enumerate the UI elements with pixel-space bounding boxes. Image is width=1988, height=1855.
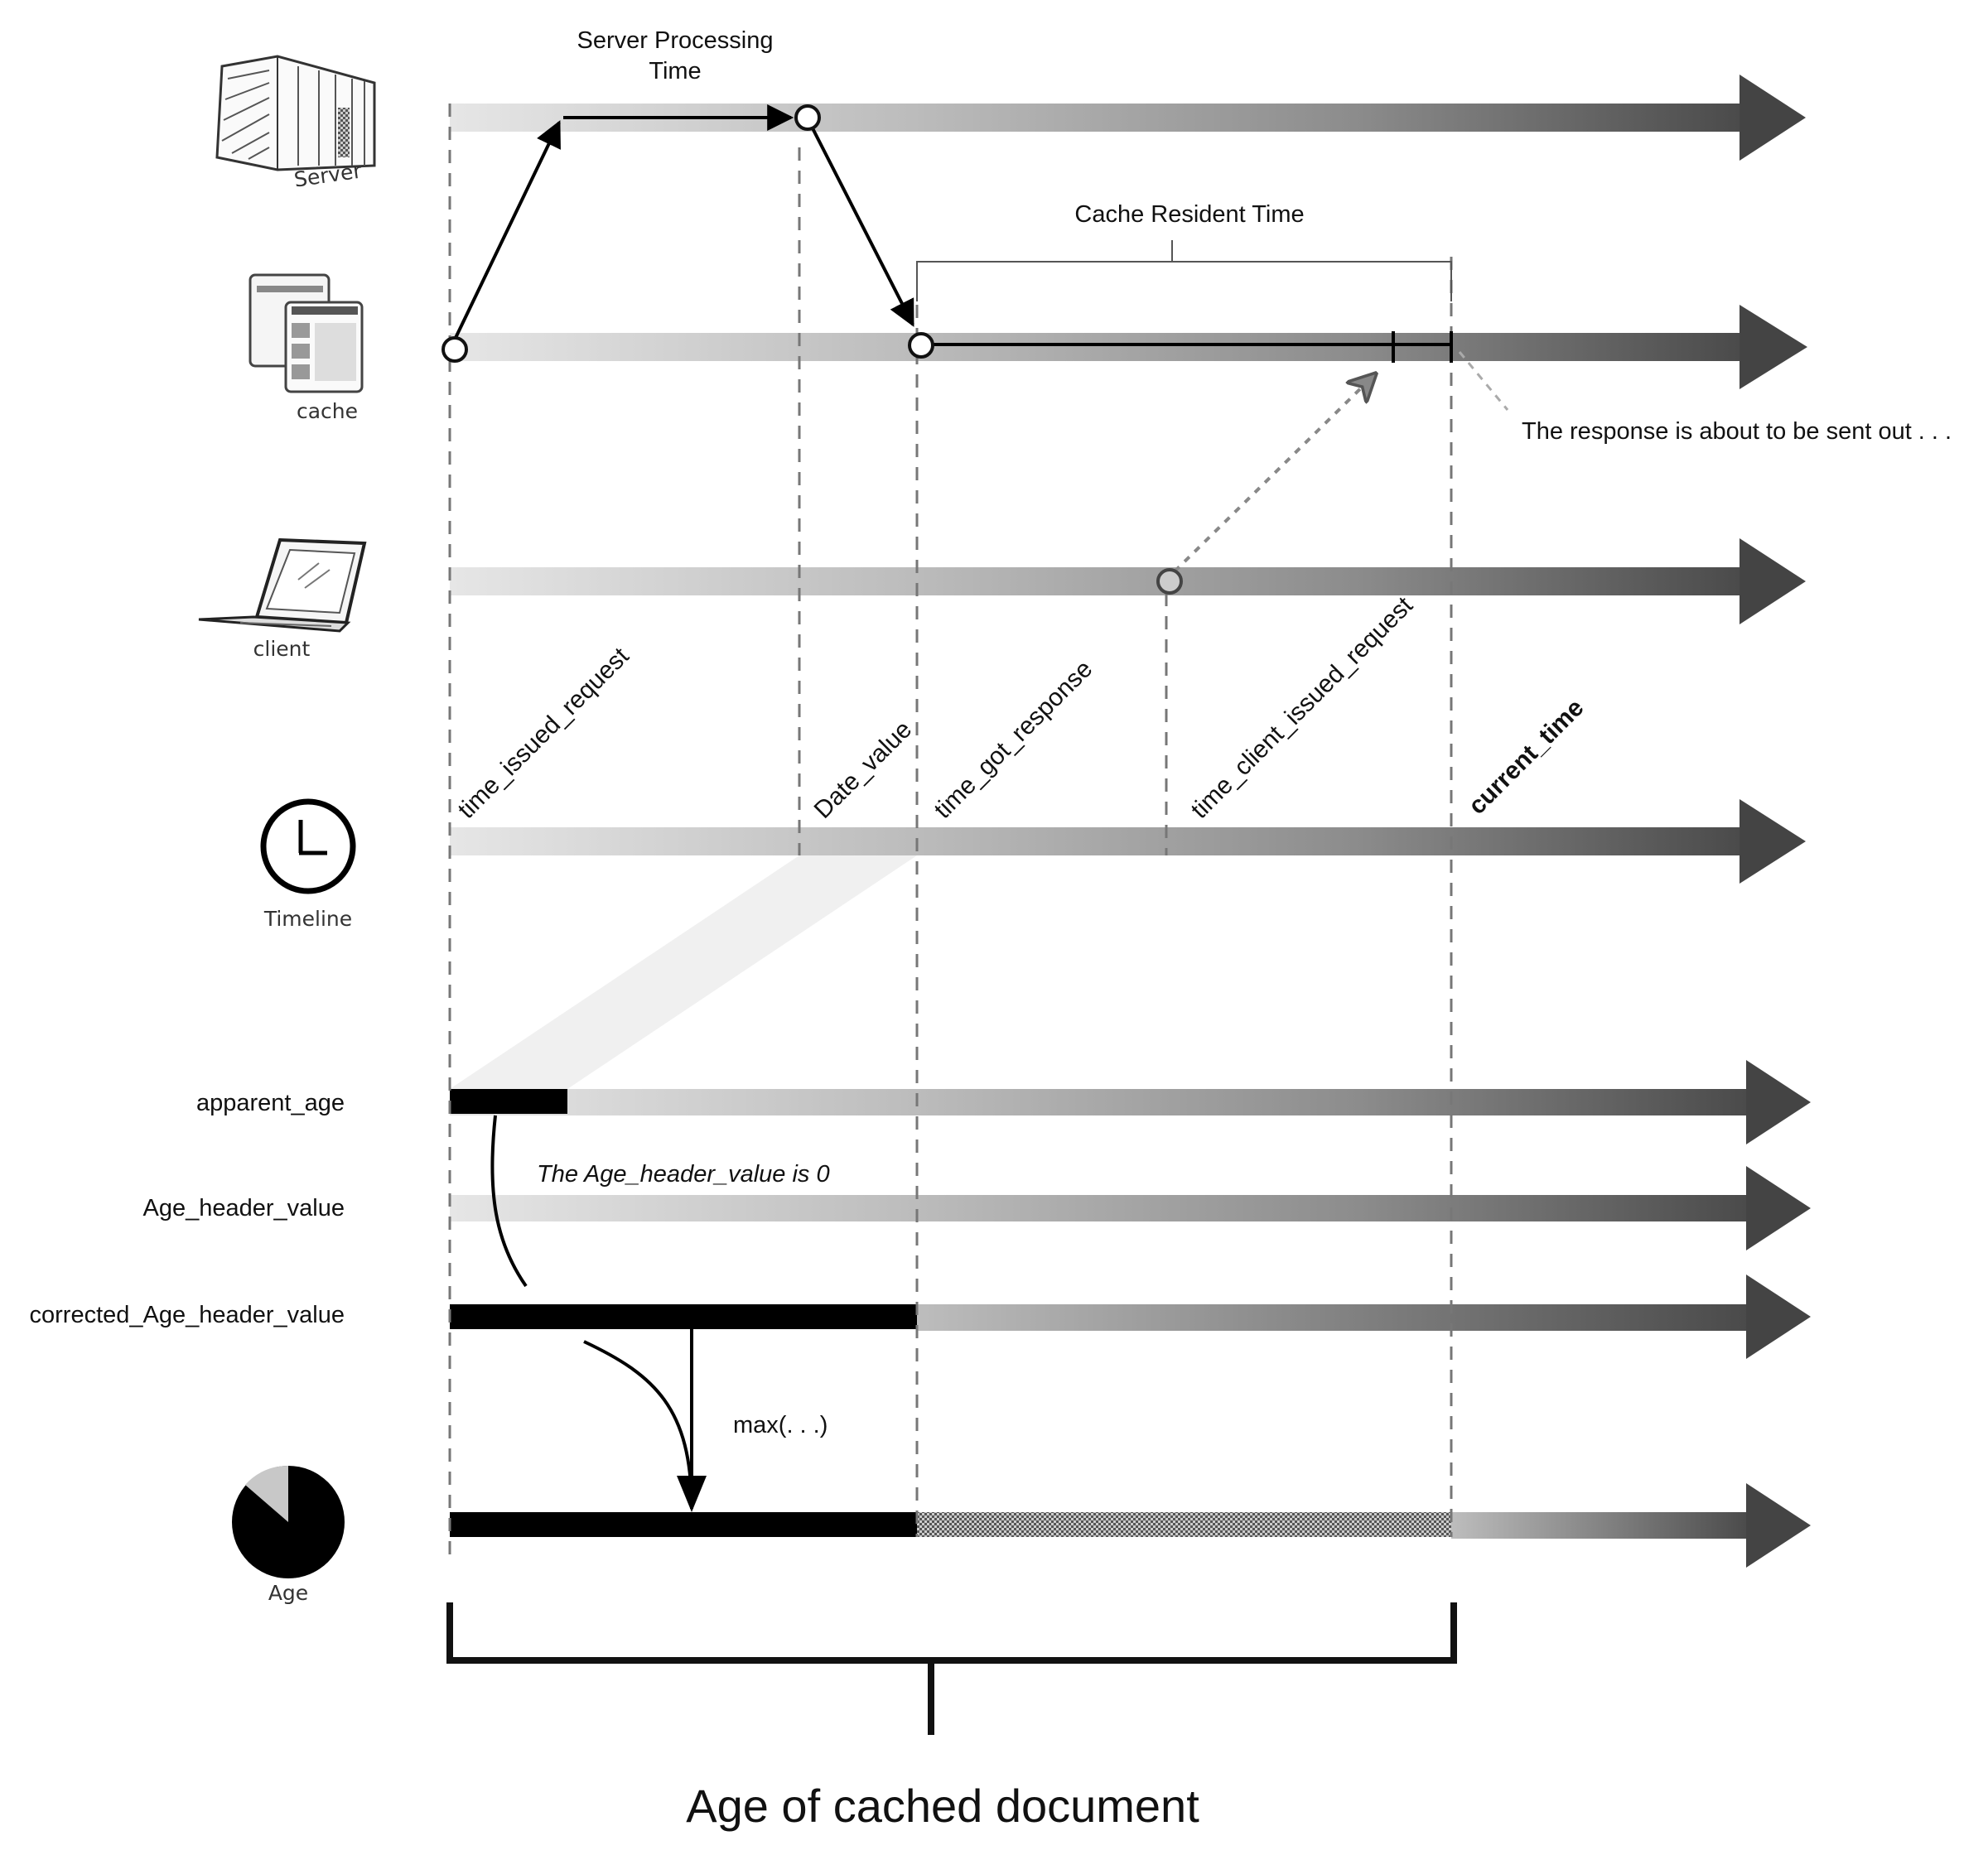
cache-resident-line (929, 331, 1453, 363)
apparent-to-corrected-curve (490, 1115, 528, 1288)
ts-time-client-issued-request: time_client_issued_request (1186, 591, 1419, 824)
client-timeline (450, 538, 1806, 624)
age-header-value-bar (450, 1166, 1811, 1250)
max-arrowhead (677, 1476, 707, 1512)
server-processing-label-1: Server Processing (577, 27, 774, 54)
ts-current-time: current_time (1464, 694, 1590, 820)
date-value-point (794, 104, 821, 131)
cache-icon (248, 273, 364, 393)
issued-request-point (442, 336, 468, 363)
row-label-age-header-value: Age_header_value (143, 1195, 345, 1221)
server-icon (215, 55, 376, 171)
client-request-point (1156, 568, 1183, 595)
client-request-dotted-arrow (1173, 374, 1375, 573)
laptop-icon (198, 537, 367, 633)
request-to-server-arrow (453, 104, 794, 340)
apparent-age-projection (450, 855, 917, 1089)
cache-resident-bracket (916, 240, 1452, 301)
max-curve-arrow (583, 1340, 693, 1510)
row-label-apparent-age: apparent_age (196, 1090, 345, 1116)
cache-timeline (450, 305, 1807, 389)
cache-label: cache (297, 399, 358, 423)
timeline-label: Timeline (263, 907, 352, 931)
corrected-age-header-value-bar (450, 1274, 1811, 1359)
footer-title: Age of cached document (686, 1780, 1199, 1832)
age-of-document-bracket (446, 1602, 1457, 1735)
apparent-age-bar (450, 1060, 1811, 1144)
ts-date-value: Date_value (809, 716, 918, 824)
ts-time-got-response: time_got_response (929, 655, 1098, 824)
response-to-cache-arrow (810, 126, 914, 327)
pie-chart-icon (232, 1465, 345, 1578)
client-label: client (253, 637, 311, 661)
cache-resident-time-label: Cache Resident Time (1074, 201, 1304, 228)
got-response-point (908, 332, 934, 359)
response-note-leader (1458, 351, 1509, 411)
response-sent-out-label: The response is about to be sent out . .… (1522, 418, 1952, 445)
main-timeline (450, 799, 1806, 884)
ts-time-issued-request: time_issued_request (453, 642, 635, 824)
age-header-zero-note: The Age_header_value is 0 (537, 1161, 830, 1188)
server-processing-label-2: Time (649, 58, 701, 84)
max-function-label: max(. . .) (733, 1412, 828, 1438)
row-label-corrected-age-header-value: corrected_Age_header_value (30, 1302, 345, 1328)
age-label: Age (268, 1581, 308, 1605)
age-bar (450, 1483, 1811, 1568)
clock-icon (260, 798, 356, 894)
